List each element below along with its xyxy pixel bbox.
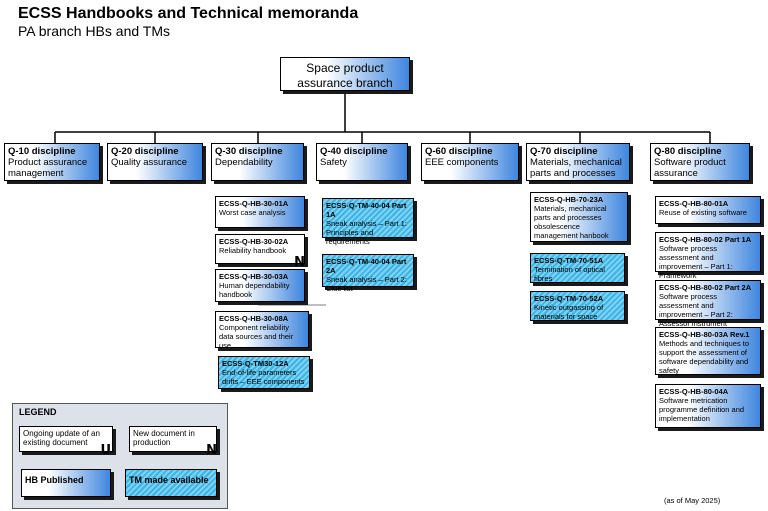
doc-title: Human dependability handbook: [219, 281, 290, 299]
doc-title: End-of-life parameters drifts – EEE comp…: [222, 368, 305, 386]
legend-ongoing: Ongoing update of an existing document U: [19, 426, 113, 458]
doc-code: ECSS-Q-TM30-12A: [222, 359, 289, 368]
doc-code: ECSS-Q-HB-30-01A: [219, 199, 289, 208]
discipline-code: Q-10 discipline: [8, 146, 76, 157]
doc-title: Component reliability data sources and t…: [219, 323, 294, 350]
doc-q80-03: ECSS-Q-HB-80-03A Rev.1 Methods and techn…: [655, 327, 761, 375]
legend-label: New document in production: [133, 429, 195, 447]
doc-code: ECSS-Q-TM-70-52A: [534, 294, 604, 303]
discipline-q30: Q-30 discipline Dependability: [211, 143, 304, 181]
doc-code: ECSS-Q-HB-80-03A Rev.1: [659, 330, 750, 339]
discipline-code: Q-60 discipline: [425, 146, 493, 157]
discipline-name: Dependability: [215, 157, 273, 168]
doc-code: ECSS-Q-HB-30-08A: [219, 314, 289, 323]
legend-new: New document in production N: [129, 426, 217, 458]
doc-title: Reliability handbook: [219, 246, 287, 255]
doc-title: Termination of optical fibres: [534, 265, 605, 283]
doc-code: ECSS-Q-HB-30-02A: [219, 237, 289, 246]
doc-q70-52: ECSS-Q-TM-70-52A Kinetic outgassing of m…: [530, 291, 625, 321]
discipline-code: Q-80 discipline: [654, 146, 722, 157]
new-document-marker: N: [206, 443, 217, 458]
discipline-code: Q-30 discipline: [215, 146, 283, 157]
doc-q80-02-part2: ECSS-Q-HB-80-02 Part 2A Software process…: [655, 280, 761, 328]
discipline-code: Q-40 discipline: [320, 146, 388, 157]
doc-title: Worst case analysis: [219, 208, 286, 217]
discipline-q80: Q-80 discipline Software product assuran…: [650, 143, 750, 181]
discipline-q20: Q-20 discipline Quality assurance: [107, 143, 203, 181]
discipline-name: Product assurance management: [8, 157, 88, 179]
doc-q80-01: ECSS-Q-HB-80-01A Reuse of existing softw…: [655, 196, 761, 224]
doc-code: ECSS-Q-HB-70-23A: [534, 195, 604, 204]
doc-code: ECSS-Q-HB-30-03A: [219, 272, 289, 281]
discipline-name: EEE components: [425, 157, 499, 168]
discipline-q70: Q-70 discipline Materials, mechanical pa…: [526, 143, 630, 181]
doc-q40-part1: ECSS-Q-TM-40-04 Part 1A Sneak analysis –…: [322, 198, 414, 246]
legend-title: LEGEND: [19, 407, 57, 417]
discipline-q40: Q-40 discipline Safety: [316, 143, 408, 181]
update-marker: U: [100, 443, 111, 458]
doc-title: Sneak analysis – Part 1: Principles and …: [326, 219, 407, 246]
legend: LEGEND Ongoing update of an existing doc…: [12, 403, 228, 509]
discipline-code: Q-70 discipline: [530, 146, 598, 157]
legend-label: Ongoing update of an existing document: [23, 429, 100, 447]
discipline-name: Quality assurance: [111, 157, 188, 168]
doc-code: ECSS-Q-TM-70-51A: [534, 256, 604, 265]
discipline-name: Safety: [320, 157, 347, 168]
discipline-q60: Q-60 discipline EEE components: [421, 143, 519, 181]
root-node: Space product assurance branch: [280, 57, 410, 91]
discipline-code: Q-20 discipline: [111, 146, 179, 157]
doc-title: Methods and techniques to support the as…: [659, 339, 750, 375]
doc-q30-01: ECSS-Q-HB-30-01A Worst case analysis: [215, 196, 305, 228]
doc-q30-02: ECSS-Q-HB-30-02A Reliability handbook N: [215, 234, 305, 270]
doc-code: ECSS-Q-TM-40-04 Part 1A: [326, 201, 407, 219]
page-subtitle: PA branch HBs and TMs: [18, 23, 170, 39]
new-document-marker: N: [294, 255, 305, 270]
doc-q80-04: ECSS-Q-HB-80-04A Software metrication pr…: [655, 384, 761, 428]
legend-tm: TM made available: [125, 469, 217, 497]
as-of-date: (as of May 2025): [664, 496, 721, 505]
doc-q80-02-part1: ECSS-Q-HB-80-02 Part 1A Software process…: [655, 232, 761, 280]
doc-q40-part2: ECSS-Q-TM-40-04 Part 2A Sneak analysis –…: [322, 254, 414, 293]
doc-title: Software process assessment and improvem…: [659, 292, 733, 328]
doc-code: ECSS-Q-HB-80-02 Part 1A: [659, 235, 752, 244]
doc-title: Materials, mechanical parts and processe…: [534, 204, 609, 240]
discipline-q10: Q-10 discipline Product assurance manage…: [4, 143, 100, 181]
doc-q30-12: ECSS-Q-TM30-12A End-of-life parameters d…: [218, 356, 310, 389]
doc-code: ECSS-Q-HB-80-04A: [659, 387, 729, 396]
doc-title: Kinetic outgassing of materials for spac…: [534, 303, 604, 321]
discipline-name: Materials, mechanical parts and processe…: [530, 157, 622, 179]
doc-q70-23: ECSS-Q-HB-70-23A Materials, mechanical p…: [530, 192, 628, 242]
doc-code: ECSS-Q-TM-40-04 Part 2A: [326, 257, 407, 275]
doc-q30-08: ECSS-Q-HB-30-08A Component reliability d…: [215, 311, 309, 350]
doc-code: ECSS-Q-HB-80-01A: [659, 199, 729, 208]
discipline-name: Software product assurance: [654, 157, 726, 179]
doc-q30-03: ECSS-Q-HB-30-03A Human dependability han…: [215, 269, 305, 302]
doc-title: Software metrication programme definitio…: [659, 396, 745, 423]
doc-code: ECSS-Q-HB-80-02 Part 2A: [659, 283, 752, 292]
doc-title: Software process assessment and improvem…: [659, 244, 733, 280]
doc-title: Reuse of existing software: [659, 208, 747, 217]
doc-q70-51: ECSS-Q-TM-70-51A Termination of optical …: [530, 253, 625, 283]
legend-hb: HB Published: [21, 469, 111, 497]
page-title: ECSS Handbooks and Technical memoranda: [18, 5, 359, 22]
doc-title: Sneak analysis – Part 2: Clue list: [326, 275, 407, 293]
